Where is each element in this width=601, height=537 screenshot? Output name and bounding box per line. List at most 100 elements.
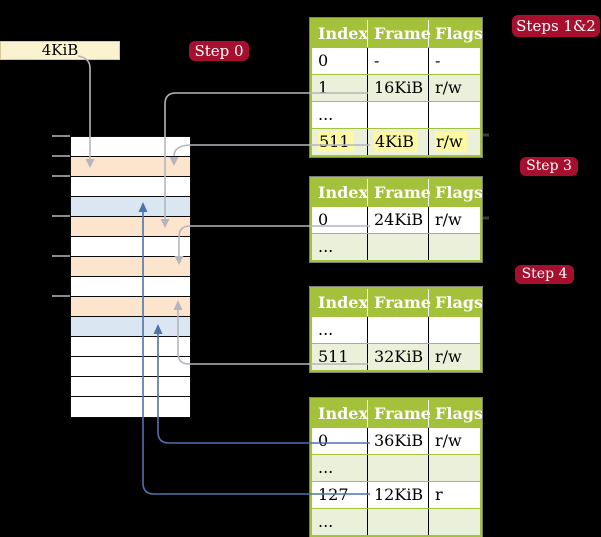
memory-row-peach	[71, 217, 190, 237]
table-row: ...	[312, 508, 480, 535]
table-row: ...	[312, 454, 480, 481]
memory-row-white	[71, 277, 190, 297]
table-cell: ...	[312, 509, 367, 535]
table-cell	[428, 317, 480, 343]
memory-row-white	[71, 137, 190, 157]
table-cell: 24KiB	[367, 207, 428, 233]
table-cell: r/w	[428, 207, 480, 233]
memory-row-white	[71, 177, 190, 197]
steps-1-2-badge: Steps 1&2	[512, 15, 600, 37]
step-0-badge: Step 0	[189, 41, 249, 61]
table-cell: r/w	[428, 344, 480, 370]
cell-text: -	[374, 51, 380, 70]
highlighted-cell-text: r/w	[435, 132, 467, 152]
column-header-index: Index	[318, 404, 369, 423]
memory-row-white	[71, 397, 190, 417]
memory-column	[70, 136, 191, 418]
table-cell: 511	[312, 129, 367, 155]
table-cell: ...	[312, 455, 367, 481]
column-header-frame: Frame	[367, 20, 431, 47]
table-row: 127 12KiB r	[312, 481, 480, 508]
table-cell	[428, 455, 480, 481]
cell-text: -	[435, 51, 441, 70]
memory-tick	[52, 295, 70, 297]
table-cell	[367, 234, 428, 260]
table-cell: 511	[312, 344, 367, 370]
cell-text: 12KiB	[374, 485, 424, 504]
frame-size-label: 4KiB	[0, 41, 120, 60]
table-cell	[428, 509, 480, 535]
table-row: 1 16KiB r/w	[312, 74, 480, 101]
table-cell: 16KiB	[367, 75, 428, 101]
table-cell: r/w	[428, 129, 480, 155]
table-row: 511 32KiB r/w	[312, 343, 480, 370]
cell-text: ...	[318, 458, 334, 477]
memory-row-white	[71, 357, 190, 377]
cell-text: 511	[318, 347, 349, 366]
table-cell	[367, 455, 428, 481]
table-cell: 12KiB	[367, 482, 428, 508]
table-cell: 32KiB	[367, 344, 428, 370]
cell-text: ...	[318, 512, 334, 531]
table-cell: -	[428, 48, 480, 74]
table-cell	[367, 509, 428, 535]
memory-row-peach	[71, 257, 190, 277]
cell-text: ...	[318, 320, 334, 339]
memory-row-blue	[71, 317, 190, 337]
cell-text: 0	[318, 51, 329, 70]
table-cell: r/w	[428, 428, 480, 454]
table-row: 0 24KiB r/w	[312, 206, 480, 233]
cell-text: 24KiB	[374, 210, 424, 229]
memory-tick	[52, 175, 70, 177]
table-row: ...	[312, 316, 480, 343]
cell-text: r	[435, 485, 443, 504]
column-header-index: Index	[318, 293, 369, 312]
cell-text: 32KiB	[374, 347, 424, 366]
column-header-flags: Flags	[428, 20, 483, 47]
step-0-text: Step 0	[194, 42, 244, 60]
table-cell: 1	[312, 75, 367, 101]
table-cell: 0	[312, 428, 367, 454]
column-header-index: Index	[318, 24, 369, 43]
cell-text: r/w	[435, 78, 462, 97]
memory-row-white	[71, 237, 190, 257]
column-header-flags: Flags	[428, 179, 483, 206]
table-cell: 36KiB	[367, 428, 428, 454]
cell-text: 16KiB	[374, 78, 424, 97]
step-3-badge: Step 3	[520, 157, 578, 176]
cell-text: ...	[318, 105, 334, 124]
step-4-text: Step 4	[521, 266, 568, 282]
table-cell: 0	[312, 48, 367, 74]
cell-text: r/w	[435, 210, 462, 229]
cell-text: 1	[318, 78, 329, 97]
table-cell: r/w	[428, 75, 480, 101]
column-header-frame: Frame	[367, 179, 431, 206]
table-cell	[428, 102, 480, 128]
table-cell: r	[428, 482, 480, 508]
cell-text: 127	[318, 485, 349, 504]
memory-row-white	[71, 337, 190, 357]
memory-tick	[52, 255, 70, 257]
table-cell: -	[367, 48, 428, 74]
table-cell: 4KiB	[367, 129, 428, 155]
table-row: 0 - -	[312, 47, 480, 74]
column-header-flags: Flags	[428, 400, 483, 427]
cell-text: r/w	[435, 347, 462, 366]
cell-text: ...	[318, 237, 334, 256]
memory-tick	[52, 215, 70, 217]
steps-1-2-text: Steps 1&2	[516, 17, 596, 35]
table-row: ...	[312, 101, 480, 128]
table-cell: 0	[312, 207, 367, 233]
row-marker-dashes	[483, 133, 489, 220]
table-cell: ...	[312, 317, 367, 343]
